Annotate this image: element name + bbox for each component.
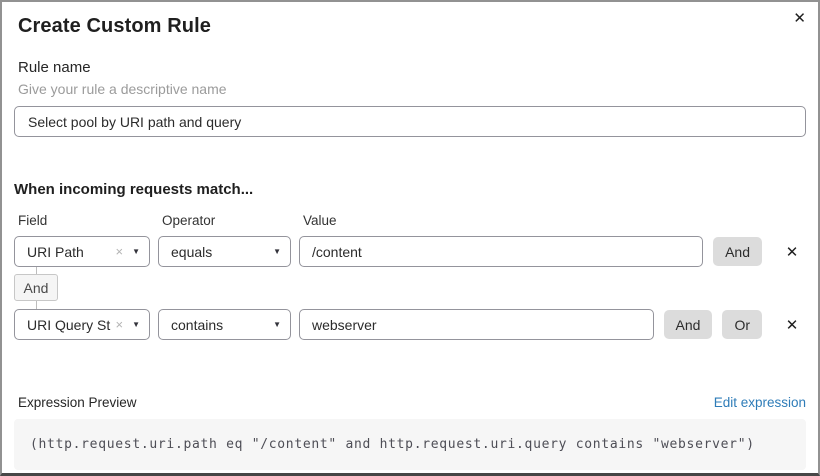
match-heading: When incoming requests match...	[14, 181, 254, 198]
field-dropdown[interactable]: URI Path × ▼	[14, 236, 150, 267]
clear-icon[interactable]: ×	[115, 317, 124, 332]
operator-column-label: Operator	[162, 213, 216, 228]
chevron-down-icon: ▼	[273, 246, 281, 256]
connector-and-badge: And	[14, 274, 58, 301]
rule-name-input[interactable]	[14, 106, 806, 137]
field-dropdown[interactable]: URI Query St... × ▼	[14, 309, 150, 340]
chevron-down-icon: ▼	[132, 319, 140, 329]
operator-dropdown-value: equals	[171, 243, 213, 260]
connector-line	[35, 301, 37, 309]
clear-icon[interactable]: ×	[115, 244, 124, 259]
expression-preview-section: Expression Preview Edit expression (http…	[14, 395, 806, 470]
operator-dropdown[interactable]: equals ▼	[158, 236, 291, 267]
field-dropdown-value: URI Query St...	[27, 316, 111, 333]
rule-name-label: Rule name	[18, 59, 91, 76]
value-input[interactable]	[299, 309, 654, 340]
connector-line	[35, 267, 37, 274]
edit-expression-link[interactable]: Edit expression	[713, 395, 806, 410]
operator-dropdown[interactable]: contains ▼	[158, 309, 291, 340]
condition-row: URI Path × ▼ equals ▼ And ✕	[14, 236, 806, 267]
chevron-down-icon: ▼	[132, 246, 140, 256]
match-section: When incoming requests match... Field Op…	[14, 181, 806, 340]
field-dropdown-value: URI Path	[27, 243, 84, 260]
expression-preview-label: Expression Preview	[18, 395, 137, 410]
condition-connector: And	[14, 267, 58, 309]
operator-dropdown-value: contains	[171, 316, 224, 333]
value-column-label: Value	[303, 213, 337, 228]
chevron-down-icon: ▼	[273, 319, 281, 329]
add-and-condition-button[interactable]: And	[663, 310, 713, 339]
value-input[interactable]	[299, 236, 704, 267]
delete-condition-icon[interactable]: ✕	[785, 243, 799, 261]
condition-row: URI Query St... × ▼ contains ▼ And Or ✕	[14, 309, 806, 340]
expression-code-block: (http.request.uri.path eq "/content" and…	[14, 419, 806, 470]
expression-text: (http.request.uri.path eq "/content" and…	[30, 437, 755, 452]
dialog-title: Create Custom Rule	[18, 15, 211, 37]
close-icon[interactable]: ✕	[793, 10, 806, 27]
rule-name-section: Rule name Give your rule a descriptive n…	[14, 59, 806, 137]
rule-name-hint: Give your rule a descriptive name	[18, 81, 227, 97]
column-labels: Field Operator Value	[14, 213, 806, 228]
add-or-condition-button[interactable]: Or	[722, 310, 762, 339]
delete-condition-icon[interactable]: ✕	[785, 316, 799, 334]
field-column-label: Field	[18, 213, 48, 228]
add-and-condition-button[interactable]: And	[713, 237, 762, 266]
